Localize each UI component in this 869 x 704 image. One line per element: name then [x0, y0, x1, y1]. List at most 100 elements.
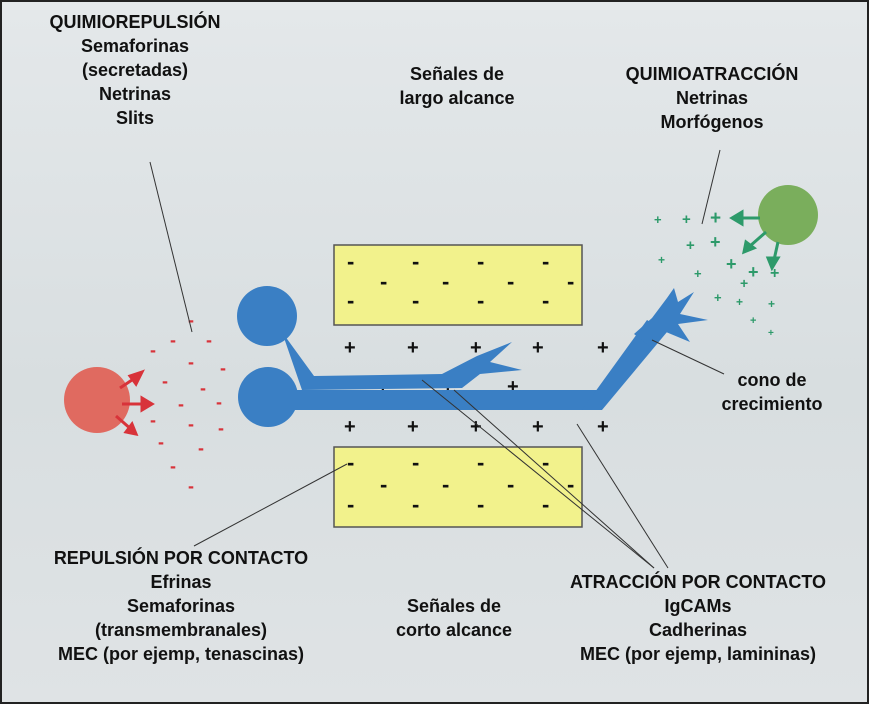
contact-repulsion-title: REPULSIÓN POR CONTACTO — [53, 548, 309, 568]
contact-attraction-item: MEC (por ejemp, lamininas) — [579, 644, 817, 664]
svg-text:+: + — [710, 208, 721, 229]
svg-text:+: + — [750, 315, 756, 327]
chemoattraction-title: QUIMIOATRACCIÓN — [625, 64, 799, 84]
svg-text:+: + — [597, 337, 609, 359]
svg-text:+: + — [740, 275, 748, 291]
svg-text:+: + — [736, 295, 743, 309]
svg-text:+: + — [768, 328, 774, 339]
svg-text:-: - — [162, 371, 168, 391]
svg-text:+: + — [710, 232, 721, 252]
contact-attraction-label: ATRACCIÓN POR CONTACTO IgCAMs Cadherinas… — [532, 570, 864, 666]
svg-text:+: + — [532, 337, 544, 359]
svg-text:-: - — [412, 450, 419, 475]
chemorepulsion-label: QUIMIOREPULSIÓN Semaforinas (secretadas)… — [10, 10, 260, 130]
svg-text:-: - — [542, 492, 549, 517]
chemorepulsion-item: Slits — [115, 108, 154, 128]
svg-text:+: + — [748, 262, 759, 282]
contact-repulsion-item: Efrinas — [150, 572, 212, 592]
repellent-arrows — [115, 369, 155, 437]
short-range-line: Señales de — [406, 596, 502, 616]
svg-text:-: - — [477, 492, 484, 517]
svg-text:-: - — [380, 472, 387, 497]
svg-text:-: - — [347, 288, 354, 313]
svg-text:+: + — [470, 337, 482, 359]
growth-cone-line: crecimiento — [721, 394, 823, 414]
contact-repulsion-label: REPULSIÓN POR CONTACTO Efrinas Semaforin… — [6, 546, 356, 666]
leader-lines — [149, 149, 725, 569]
svg-text:+: + — [407, 337, 419, 359]
long-range-label: Señales de largo alcance — [357, 62, 557, 110]
svg-text:-: - — [567, 269, 574, 294]
svg-text:+: + — [654, 212, 662, 227]
svg-text:-: - — [507, 472, 514, 497]
svg-text:-: - — [158, 432, 164, 452]
svg-text:-: - — [507, 269, 514, 294]
chemoattraction-item: Morfógenos — [660, 112, 764, 132]
neuron-lower — [238, 288, 708, 427]
svg-text:-: - — [412, 492, 419, 517]
growth-cone-line: cono de — [737, 370, 807, 390]
long-range-line: largo alcance — [399, 88, 515, 108]
svg-text:-: - — [188, 476, 194, 496]
svg-text:+: + — [726, 254, 737, 274]
contact-repulsion-item: (transmembranales) — [94, 620, 268, 640]
svg-text:-: - — [442, 472, 449, 497]
svg-text:-: - — [220, 358, 226, 378]
svg-text:-: - — [200, 378, 206, 398]
svg-text:+: + — [597, 416, 609, 438]
svg-text:-: - — [477, 450, 484, 475]
svg-text:-: - — [542, 288, 549, 313]
growth-cone-label: cono de crecimiento — [702, 368, 842, 416]
contact-attraction-item: Cadherinas — [648, 620, 748, 640]
svg-text:+: + — [407, 416, 419, 438]
svg-text:-: - — [188, 310, 194, 330]
svg-text:-: - — [567, 472, 574, 497]
neuron-upper — [237, 286, 522, 390]
short-range-line: corto alcance — [395, 620, 513, 640]
repellent-cell — [64, 367, 130, 433]
chemoattraction-item: Netrinas — [675, 88, 749, 108]
svg-text:-: - — [347, 450, 354, 475]
svg-text:+: + — [682, 211, 691, 228]
svg-text:-: - — [412, 249, 419, 274]
repellent-signals: - -- --- -- -- --- -- -- — [150, 310, 226, 496]
chemoattraction-label: QUIMIOATRACCIÓN Netrinas Morfógenos — [602, 62, 822, 134]
svg-text:-: - — [477, 288, 484, 313]
svg-text:+: + — [768, 297, 775, 311]
svg-text:+: + — [344, 337, 356, 359]
svg-text:+: + — [714, 290, 722, 305]
svg-text:-: - — [178, 394, 184, 414]
attractant-cell — [758, 185, 818, 245]
svg-text:+: + — [658, 253, 665, 267]
svg-text:+: + — [344, 416, 356, 438]
svg-text:-: - — [170, 456, 176, 476]
contact-repulsion-item: MEC (por ejemp, tenascinas) — [57, 644, 305, 664]
contact-repulsion-item: Semaforinas — [126, 596, 236, 616]
svg-text:+: + — [470, 416, 482, 438]
svg-text:-: - — [380, 269, 387, 294]
svg-text:+: + — [532, 416, 544, 438]
upper-substrate-box — [333, 244, 583, 326]
svg-text:+: + — [694, 266, 702, 281]
svg-text:-: - — [347, 249, 354, 274]
svg-text:-: - — [206, 330, 212, 350]
svg-text:-: - — [216, 392, 222, 412]
svg-text:+: + — [507, 376, 519, 398]
chemorepulsion-item: Netrinas — [98, 84, 172, 104]
svg-text:-: - — [442, 269, 449, 294]
svg-text:-: - — [150, 410, 156, 430]
svg-text:-: - — [150, 340, 156, 360]
contact-attraction-item: IgCAMs — [664, 596, 732, 616]
chemorepulsion-item: Semaforinas — [80, 36, 190, 56]
svg-text:-: - — [542, 450, 549, 475]
svg-text:-: - — [412, 288, 419, 313]
svg-text:-: - — [188, 352, 194, 372]
upper-box-minus-signs: ---- ---- ---- — [347, 249, 574, 313]
chemorepulsion-item: (secretadas) — [81, 60, 189, 80]
long-range-line: Señales de — [409, 64, 505, 84]
svg-text:-: - — [347, 492, 354, 517]
chemorepulsion-title: QUIMIOREPULSIÓN — [49, 12, 221, 32]
short-range-label: Señales de corto alcance — [354, 594, 554, 642]
